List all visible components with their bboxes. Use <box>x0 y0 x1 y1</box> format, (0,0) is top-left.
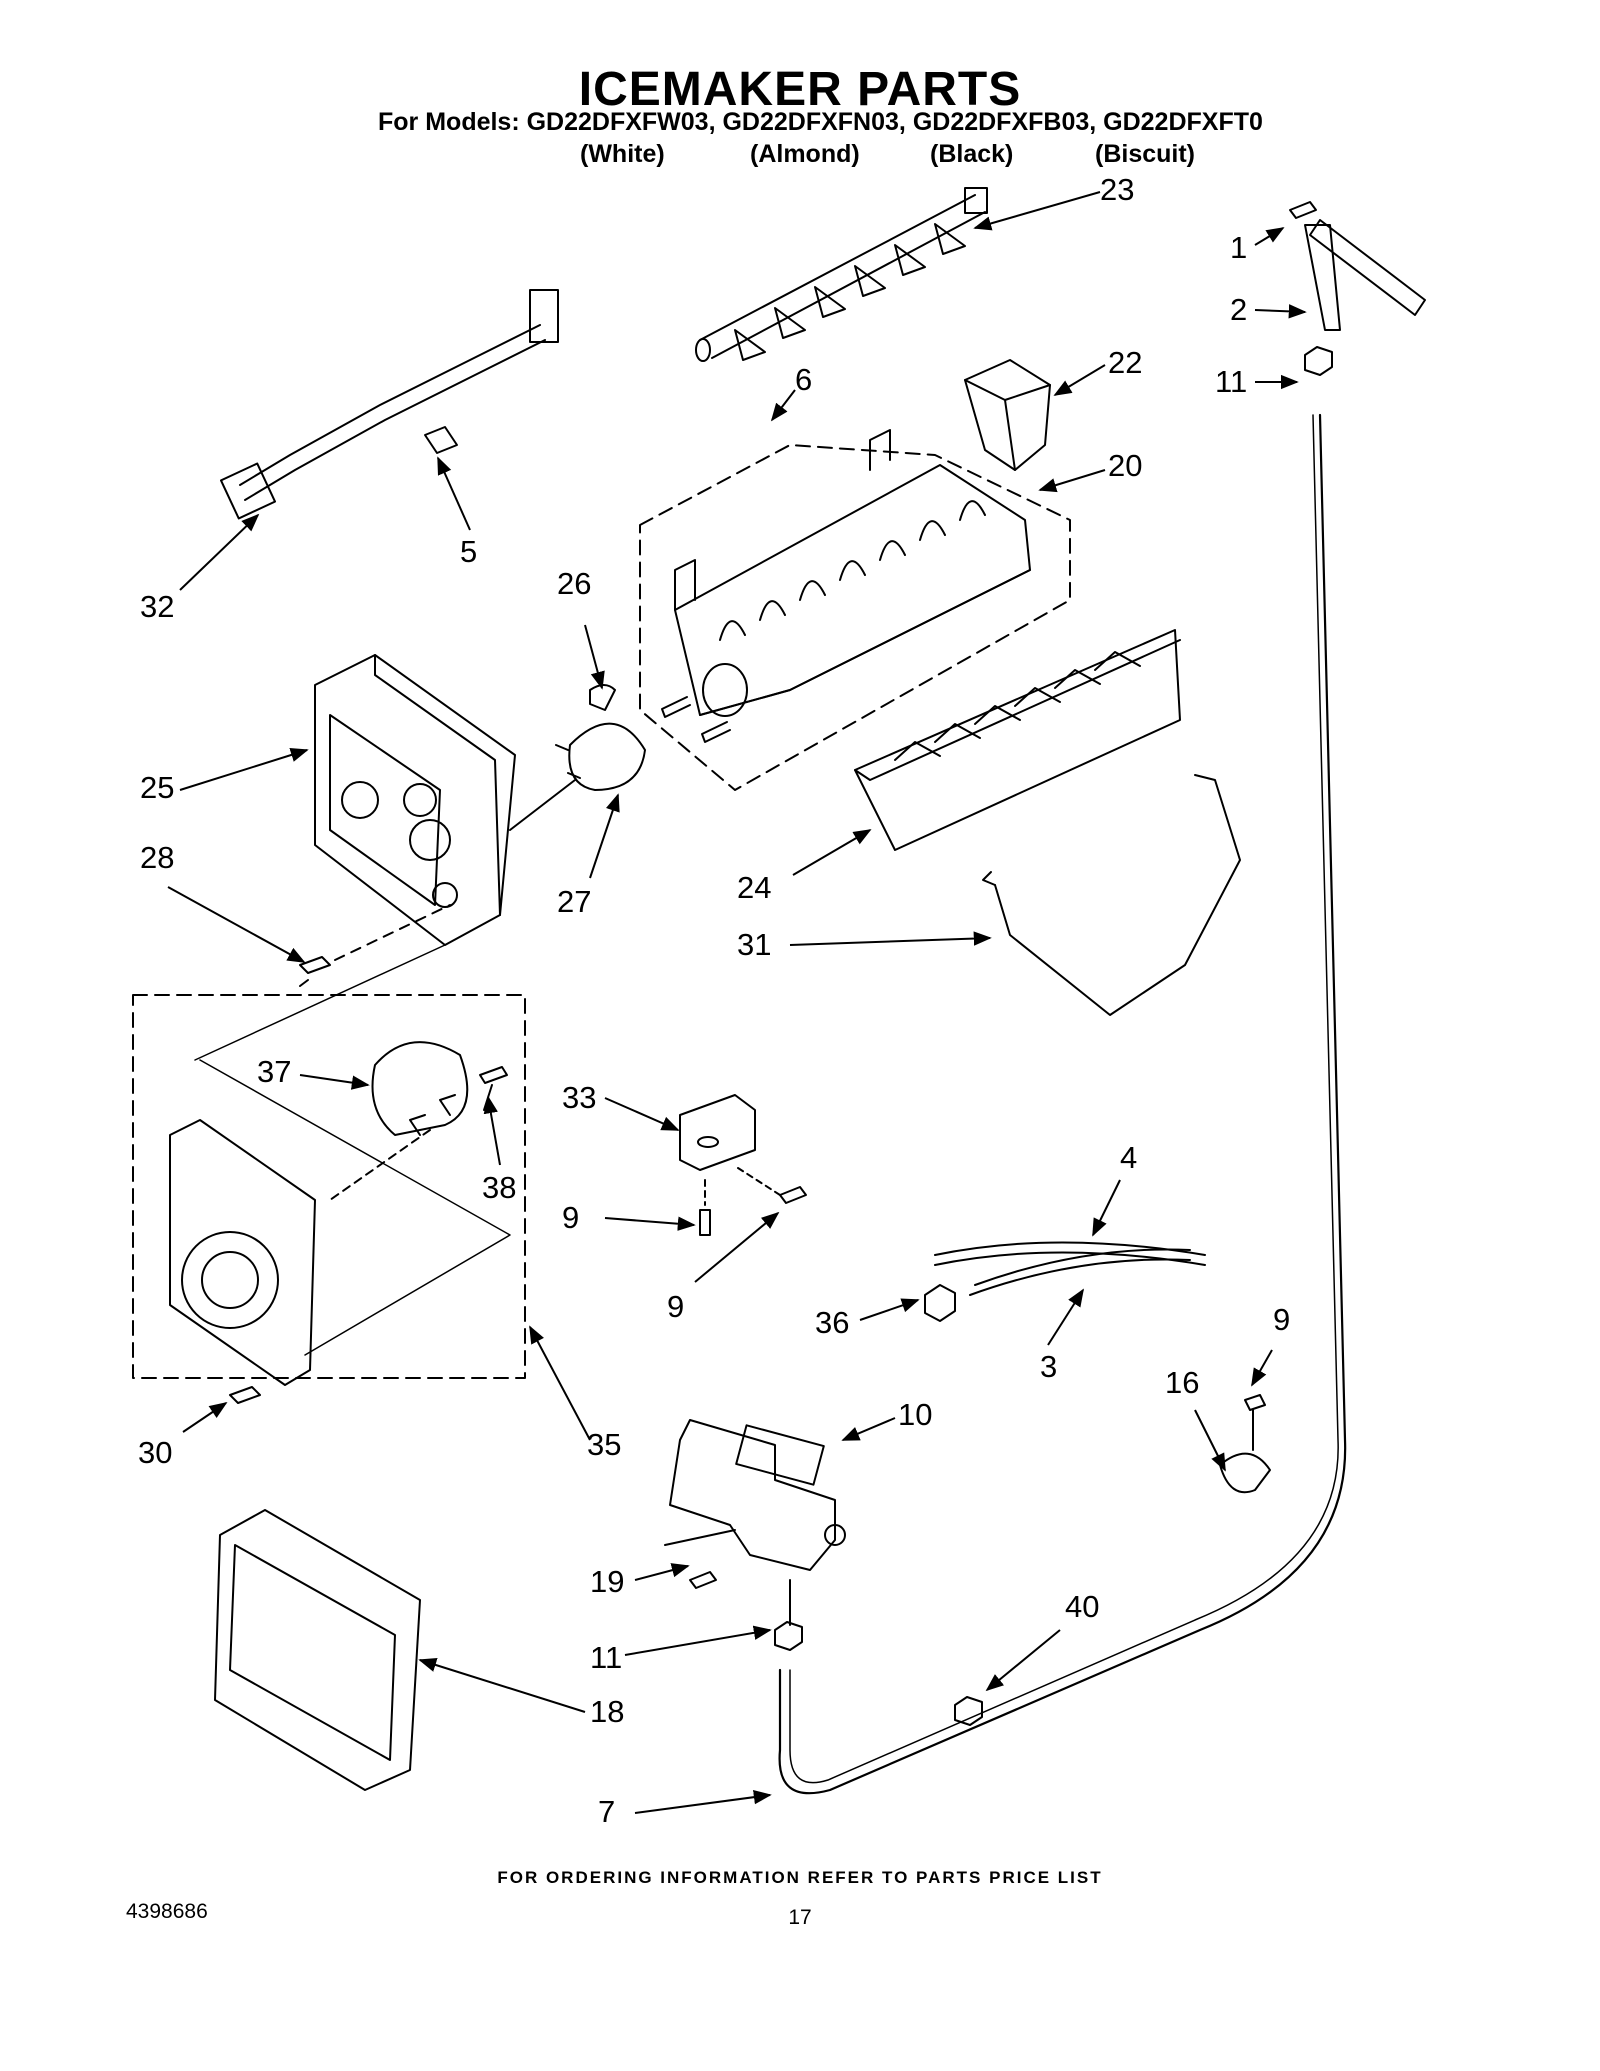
callout-11-bottom: 11 <box>590 1640 622 1675</box>
part-cover <box>214 1509 421 1791</box>
callout-9-b: 9 <box>667 1289 684 1324</box>
callout-37: 37 <box>257 1054 291 1089</box>
callout-18: 18 <box>590 1694 624 1729</box>
page-title: ICEMAKER PARTS <box>578 63 1022 116</box>
motor-assembly-box <box>132 994 526 1379</box>
part-screw-19 <box>689 1571 717 1589</box>
callout-30: 30 <box>138 1435 172 1470</box>
callout-9-a: 9 <box>562 1200 579 1235</box>
part-wire-harness <box>239 324 541 486</box>
part-screw-9b <box>779 1186 807 1204</box>
part-fill-cup <box>964 359 1051 471</box>
callout-38: 38 <box>482 1170 516 1205</box>
callout-32: 32 <box>140 589 174 624</box>
ordering-footer: FOR ORDERING INFORMATION REFER TO PARTS … <box>497 1868 1103 1887</box>
part-bracket <box>679 1094 756 1171</box>
part-screw-1 <box>1289 201 1317 219</box>
part-motor <box>371 1041 469 1136</box>
part-nut-36 <box>924 1284 956 1322</box>
part-tube-3 <box>974 1248 1191 1286</box>
callout-11-top: 11 <box>1215 364 1247 399</box>
color-almond: (Almond) <box>750 140 860 168</box>
callout-1: 1 <box>1230 230 1247 265</box>
part-screw-30 <box>229 1386 261 1404</box>
callout-7: 7 <box>598 1794 615 1829</box>
callout-5: 5 <box>460 534 477 569</box>
part-water-tube <box>778 413 1347 1795</box>
part-clamp-16 <box>1219 1452 1271 1494</box>
callout-31: 31 <box>737 927 771 962</box>
callout-36: 36 <box>815 1305 849 1340</box>
callout-26: 26 <box>557 566 591 601</box>
callout-labels: 23 1 2 11 22 6 20 5 32 26 25 28 27 24 31… <box>138 172 1290 1829</box>
part-shutoff-arm <box>994 774 1241 1016</box>
mold-assembly-box <box>639 444 1071 791</box>
part-nut-11a <box>1304 346 1333 376</box>
part-water-valve <box>669 1419 836 1571</box>
part-ejector-shaft <box>695 187 988 362</box>
part-nut-11b <box>774 1621 803 1651</box>
part-thermostat <box>568 722 646 791</box>
callout-20: 20 <box>1108 448 1142 483</box>
callout-10: 10 <box>898 1397 932 1432</box>
callout-23: 23 <box>1100 172 1134 207</box>
part-bimetal <box>589 684 616 711</box>
callout-40: 40 <box>1065 1589 1099 1624</box>
callout-19: 19 <box>590 1564 624 1599</box>
callout-28: 28 <box>140 840 174 875</box>
callout-22: 22 <box>1108 345 1142 380</box>
color-black: (Black) <box>930 140 1014 168</box>
part-screw-16 <box>1244 1394 1266 1451</box>
callout-33: 33 <box>562 1080 596 1115</box>
part-fill-tube <box>1304 224 1341 331</box>
part-screw-28 <box>299 956 331 987</box>
callout-16: 16 <box>1165 1365 1199 1400</box>
part-screw-38 <box>479 1066 508 1111</box>
callout-35: 35 <box>587 1427 621 1462</box>
callout-3: 3 <box>1040 1349 1057 1384</box>
part-module-plate <box>169 1119 316 1386</box>
callout-24: 24 <box>737 870 771 905</box>
color-white: (White) <box>580 140 665 168</box>
models-line: For Models: GD22DFXFW03, GD22DFXFN03, GD… <box>378 108 1263 136</box>
document-number: 4398686 <box>126 1900 208 1923</box>
page-number: 17 <box>788 1906 812 1929</box>
callout-2: 2 <box>1230 292 1247 327</box>
callout-4: 4 <box>1120 1140 1137 1175</box>
color-biscuit: (Biscuit) <box>1095 140 1195 168</box>
callout-25: 25 <box>140 770 174 805</box>
part-screw-9a <box>699 1209 711 1236</box>
part-module-housing <box>314 654 516 946</box>
callout-9-c: 9 <box>1273 1302 1290 1337</box>
callout-6: 6 <box>795 362 812 397</box>
leader-arrows <box>167 191 1307 1814</box>
part-nut-40 <box>954 1696 983 1726</box>
callout-27: 27 <box>557 884 591 919</box>
